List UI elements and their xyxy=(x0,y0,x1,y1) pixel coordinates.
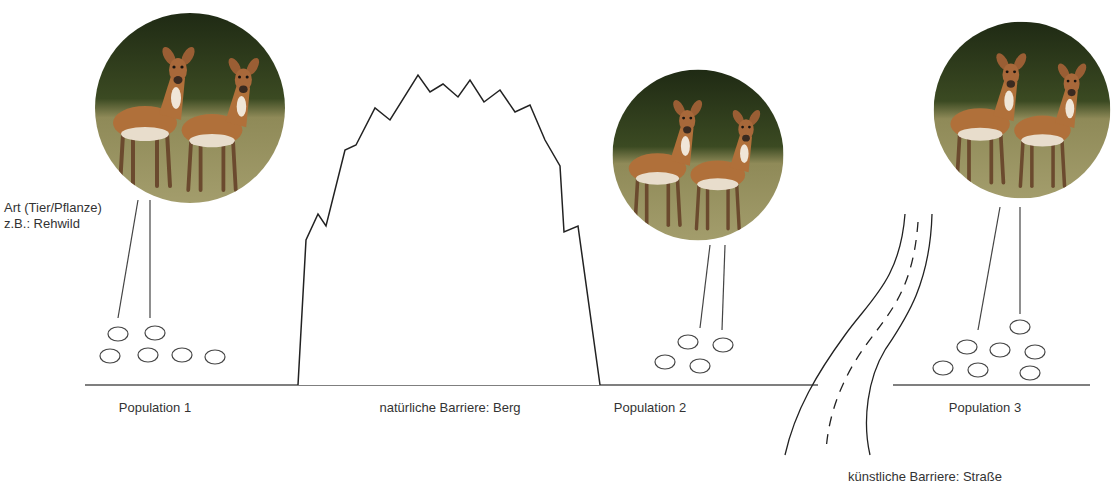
population-label: Population 1 xyxy=(119,400,191,416)
mountain xyxy=(298,75,600,385)
population-label: Population 3 xyxy=(949,400,1021,416)
barrier-label: natürliche Barriere: Berg xyxy=(380,400,521,416)
individual-oval xyxy=(100,320,1045,380)
deer-photo xyxy=(95,13,285,203)
barrier-label: künstliche Barriere: Straße xyxy=(848,469,1002,485)
deer-photo xyxy=(613,70,784,241)
leader-line xyxy=(118,200,1020,330)
population-label: Population 2 xyxy=(614,400,686,416)
road xyxy=(785,214,932,455)
deer-photo xyxy=(934,22,1111,199)
species-note: Art (Tier/Pflanze) z.B.: Rehwild xyxy=(4,200,128,232)
